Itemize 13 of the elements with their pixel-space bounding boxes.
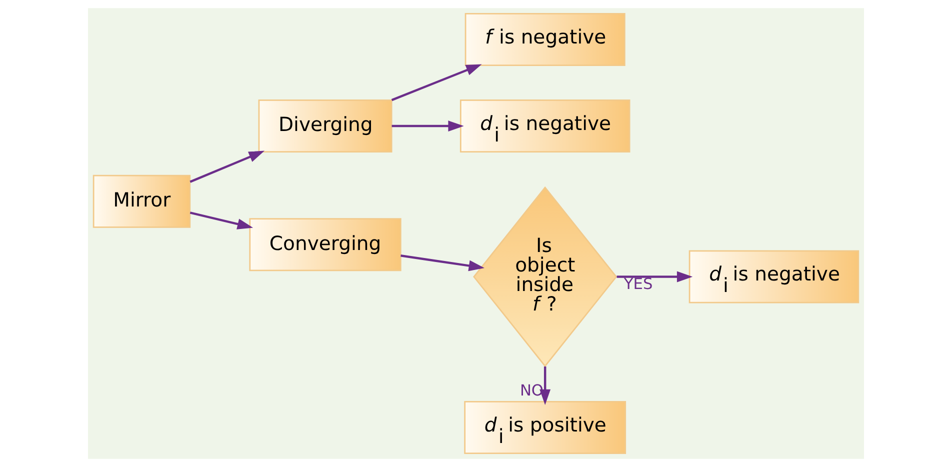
arrow — [189, 212, 253, 230]
edge-label: YES — [623, 275, 652, 294]
node-box: Mirror — [92, 174, 190, 228]
arrow — [391, 120, 464, 132]
arrow — [539, 366, 550, 405]
node-box: Diverging — [258, 100, 392, 153]
arrow — [390, 64, 482, 102]
node-diamond: Is object inside f ? — [472, 186, 617, 368]
arrow — [400, 254, 484, 272]
arrow — [616, 271, 692, 282]
node-box: f is negative — [464, 12, 625, 66]
arrow — [189, 150, 264, 183]
node-box: Converging — [248, 218, 401, 272]
